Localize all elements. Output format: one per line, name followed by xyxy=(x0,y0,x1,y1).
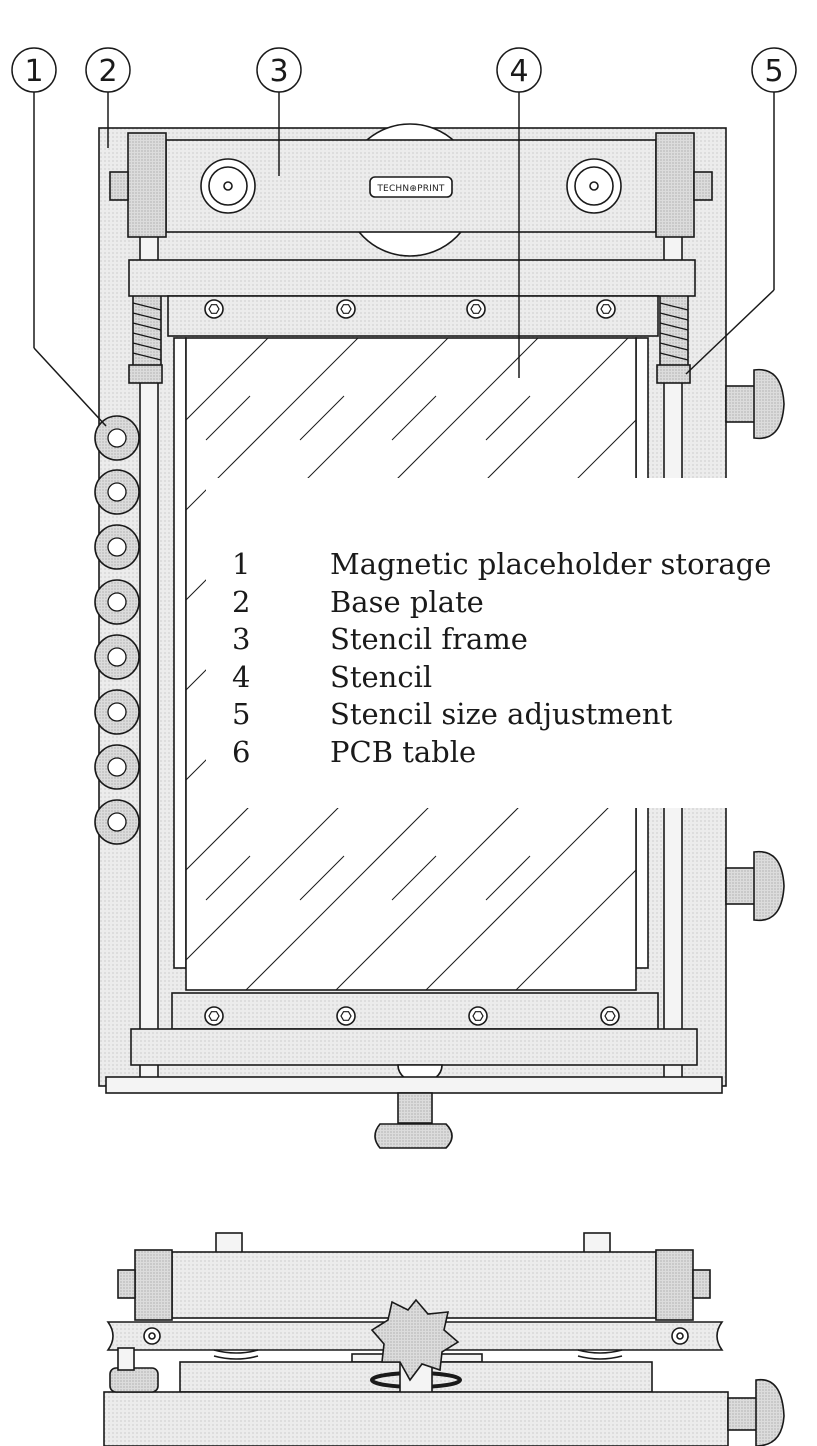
side-springs xyxy=(213,1349,623,1360)
side-end-blocks xyxy=(117,1249,711,1321)
legend-number: 3 xyxy=(232,622,251,657)
legend-item: 3 Stencil frame xyxy=(232,621,771,659)
callout-numbers: 1 2 3 4 5 xyxy=(24,54,783,89)
adjustment-collars xyxy=(128,364,691,384)
legend-label: Base plate xyxy=(330,584,484,619)
callout-circle-3 xyxy=(256,47,302,93)
callout-circle-5 xyxy=(751,47,797,93)
legend-backdrop xyxy=(206,478,817,808)
placeholder-centers xyxy=(107,428,127,832)
callout-4: 4 xyxy=(509,54,528,89)
callout-circle-2 xyxy=(85,47,131,93)
side-handle xyxy=(755,1378,785,1446)
legend-number: 1 xyxy=(232,547,251,581)
callout-circle-1 xyxy=(11,47,57,93)
legend-number: 5 xyxy=(232,697,251,732)
bar-screws xyxy=(204,299,620,1026)
side-base-plate xyxy=(103,1391,729,1446)
legend-item: 1 Magnetic placeholder storage xyxy=(232,546,771,584)
legend-label: Stencil xyxy=(330,659,433,694)
legend: 1 Magnetic placeholder storage 2 Base plat… xyxy=(232,546,771,772)
legend-number: 4 xyxy=(232,659,251,694)
leader-5b xyxy=(685,289,775,375)
legend-item: 6 PCB table xyxy=(232,734,771,772)
legend-item: 2 Base plate xyxy=(232,584,771,622)
right-handles xyxy=(725,368,785,922)
table-bar xyxy=(105,1076,723,1094)
brand-plate xyxy=(369,176,453,198)
bottom-handle xyxy=(374,1123,453,1149)
legend-label: PCB table xyxy=(330,734,477,769)
callout-2: 2 xyxy=(98,54,117,89)
bar-screw-heads xyxy=(208,304,616,1021)
legend-label: Stencil size adjustment xyxy=(330,697,673,732)
side-storage-post xyxy=(109,1367,159,1393)
upper-clamp-bar xyxy=(128,259,696,297)
star-knob xyxy=(370,1298,460,1382)
legend-item: 5 Stencil size adjustment xyxy=(232,696,771,734)
side-view xyxy=(103,1232,785,1446)
lower-clamp-bar xyxy=(130,1028,698,1066)
spring-coils xyxy=(132,302,689,361)
frame-locks xyxy=(200,158,622,214)
side-handle-neck xyxy=(727,1397,759,1431)
lower-screw-bar xyxy=(171,992,659,1030)
callout-1: 1 xyxy=(24,54,43,89)
legend-label: Stencil frame xyxy=(330,622,528,657)
bottom-handle-neck xyxy=(397,1092,433,1124)
callouts xyxy=(11,47,797,427)
callout-3: 3 xyxy=(269,54,288,89)
leader-1b xyxy=(33,347,107,427)
legend-number: 6 xyxy=(232,734,251,769)
callout-5: 5 xyxy=(764,54,783,89)
legend-item: 4 Stencil xyxy=(232,659,771,697)
brand-logo: TECHN⊕PRINT xyxy=(376,184,445,194)
legend-number: 2 xyxy=(232,584,251,619)
callout-circle-4 xyxy=(496,47,542,93)
legend-label: Magnetic placeholder storage xyxy=(330,547,772,581)
upper-screw-bar xyxy=(167,295,659,337)
frame-end-blocks xyxy=(109,132,713,238)
